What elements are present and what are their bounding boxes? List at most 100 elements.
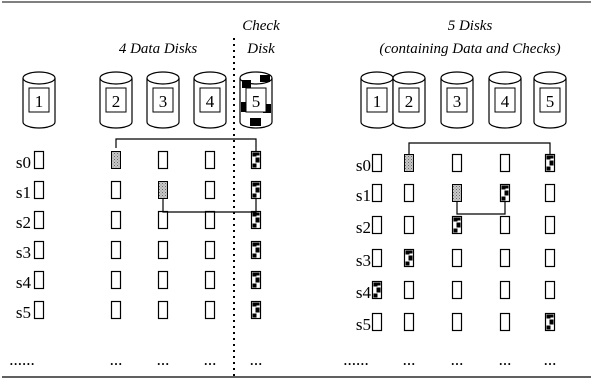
parity-mark — [457, 217, 461, 221]
block-rect — [158, 181, 168, 199]
block-rect — [157, 270, 169, 290]
parity-mark — [252, 223, 257, 228]
disk-label-box — [398, 87, 420, 113]
disk-top — [392, 71, 426, 85]
block-rect — [544, 215, 556, 235]
ellipsis: ... — [157, 350, 170, 369]
parity-mark — [546, 325, 551, 330]
disk-top — [360, 71, 394, 85]
disk-top — [146, 71, 180, 85]
parity-mark — [405, 250, 410, 255]
disk-label-box — [539, 87, 561, 113]
block-rect — [451, 153, 463, 173]
stripe-block-empty — [204, 300, 216, 320]
block-rect — [371, 183, 383, 203]
right-panel-title-line2: (containing Data and Checks) — [379, 41, 560, 57]
disk-top — [533, 71, 567, 85]
block-rect — [204, 270, 216, 290]
parity-mark — [550, 155, 554, 159]
stripe-block-empty — [403, 215, 415, 235]
ellipsis: ...... — [9, 350, 35, 369]
block-rect — [451, 312, 463, 332]
stripe-label: s2 — [356, 218, 371, 237]
block-rect — [110, 180, 122, 200]
disk-5: 5 — [239, 71, 273, 129]
disk-label: 3 — [159, 92, 168, 111]
block-rect — [204, 150, 216, 170]
stripe-block-empty — [110, 240, 122, 260]
block-rect — [544, 183, 556, 203]
disk-label: 3 — [453, 92, 462, 111]
parity-mark — [453, 228, 458, 233]
parity-mark — [255, 277, 260, 283]
parity-mark — [373, 293, 378, 298]
stripe-block-empty — [451, 312, 463, 332]
block-rect — [204, 240, 216, 260]
stripe-block-empty — [33, 210, 45, 230]
disk-top — [440, 71, 474, 85]
parity-mark — [252, 242, 257, 247]
parity-mark — [456, 222, 461, 228]
block-rect — [403, 312, 415, 332]
parity-mark — [252, 193, 257, 198]
parity-mark — [255, 247, 260, 253]
disk-1: 1 — [360, 71, 394, 129]
disk-5: 5 — [533, 71, 567, 129]
block-rect — [371, 248, 383, 268]
disk-2: 2 — [392, 71, 426, 129]
disk-label: 2 — [112, 92, 121, 111]
stripe-label: s5 — [16, 303, 31, 322]
stripe-block-empty — [499, 153, 511, 173]
parity-mark — [255, 217, 260, 223]
disk-label-box — [446, 87, 468, 113]
block-rect — [452, 184, 462, 202]
block-rect — [451, 248, 463, 268]
check-pattern-block — [250, 118, 261, 126]
block-rect — [403, 280, 415, 300]
stripe-block-empty — [403, 312, 415, 332]
disk-4: 4 — [193, 71, 227, 129]
ellipsis: ...... — [343, 350, 369, 369]
stripe-block-empty — [544, 248, 556, 268]
parity-mark — [256, 182, 260, 186]
disk-label: 1 — [35, 92, 44, 111]
stripe-block-empty — [157, 240, 169, 260]
parity-mark — [252, 182, 257, 187]
stripe-block-empty — [33, 150, 45, 170]
stripe-block-parity — [250, 210, 262, 230]
stripe-label: s4 — [16, 273, 32, 292]
parity-mark — [256, 302, 260, 306]
stripe-block-empty — [204, 270, 216, 290]
block-rect — [404, 154, 414, 172]
block-rect — [403, 215, 415, 235]
parity-mark — [252, 302, 257, 307]
parity-mark — [377, 282, 381, 286]
check-pattern-block — [260, 75, 270, 82]
block-rect — [499, 280, 511, 300]
right-s0-connector — [408, 142, 551, 155]
stripe-label: s3 — [16, 243, 31, 262]
block-rect — [371, 153, 383, 173]
disk-label: 2 — [405, 92, 414, 111]
stripe-block-empty — [371, 183, 383, 203]
block-rect — [110, 270, 122, 290]
right-panel-title-line1: 5 Disks — [448, 18, 493, 34]
stripe-block-shaded — [452, 184, 462, 202]
block-rect — [110, 240, 122, 260]
stripe-block-empty — [157, 300, 169, 320]
stripe-block-parity — [250, 300, 262, 320]
stripe-block-parity — [544, 312, 556, 332]
block-rect — [499, 312, 511, 332]
block-rect — [371, 312, 383, 332]
block-rect — [33, 150, 45, 170]
disk-label: 4 — [501, 92, 510, 111]
parity-mark — [255, 307, 260, 313]
parity-mark — [376, 287, 381, 293]
block-rect — [544, 280, 556, 300]
check-pattern-block — [242, 80, 251, 88]
stripe-block-empty — [544, 280, 556, 300]
stripe-block-empty — [451, 153, 463, 173]
parity-mark — [252, 152, 257, 157]
block-rect — [204, 180, 216, 200]
